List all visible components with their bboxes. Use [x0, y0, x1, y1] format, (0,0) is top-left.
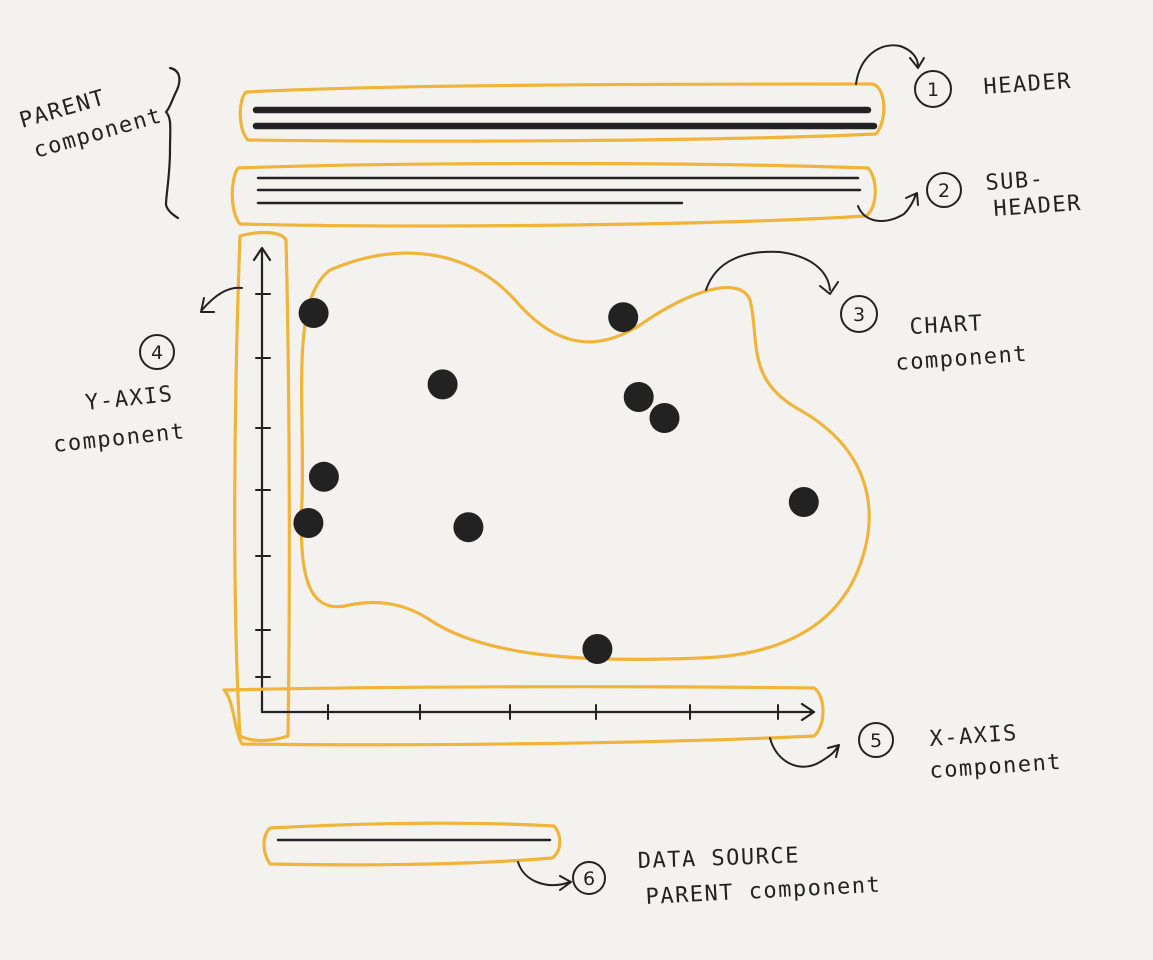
- x-axis: [260, 702, 816, 722]
- header-bar: [238, 82, 886, 143]
- label-5-line-1: X-AXIS: [929, 721, 1019, 752]
- label-1-line-1: HEADER: [983, 69, 1073, 100]
- label-number-3: 3: [853, 304, 865, 326]
- scatter-points: [293, 298, 819, 664]
- number-circle-4: [139, 334, 175, 370]
- scatter-point-5: [608, 302, 639, 333]
- x-axis-highlight: [222, 685, 825, 747]
- y-axis-line: [252, 246, 272, 714]
- label-2-line-2: HEADER: [993, 191, 1083, 222]
- label-header: 1 HEADER: [914, 69, 1073, 108]
- scatter-point-8: [788, 487, 819, 517]
- label-subheader: 2 SUB- HEADER: [926, 167, 1083, 222]
- x-axis-line: [260, 702, 816, 722]
- chart-highlight: [299, 251, 871, 662]
- number-circle-1: [914, 70, 952, 108]
- scatter-point-1: [298, 298, 329, 328]
- label-x-axis: 5 X-AXIS component: [858, 721, 1063, 784]
- header-highlight: [238, 82, 886, 143]
- label-4-line-1: Y-AXIS: [84, 382, 175, 416]
- parent-component-label: PARENT component: [17, 85, 165, 163]
- label-6-line-2: PARENT component: [645, 873, 882, 910]
- label-5-line-2: component: [929, 750, 1063, 784]
- y-axis: [252, 246, 272, 714]
- chart-arrow: [705, 250, 839, 295]
- label-number-2: 2: [938, 180, 950, 202]
- label-number-1: 1: [927, 79, 939, 101]
- label-4-line-2: component: [52, 419, 187, 458]
- label-number-5: 5: [870, 730, 882, 752]
- y-axis-highlight: [233, 230, 291, 743]
- subheader-arrow: [857, 192, 919, 222]
- label-data-source: 6 DATA SOURCE PARENT component: [572, 843, 882, 910]
- scatter-point-7: [649, 403, 680, 433]
- data-source-bar: [262, 821, 562, 867]
- label-number-6: 6: [583, 868, 595, 890]
- label-2-line-1: SUB-: [985, 167, 1046, 196]
- number-circle-3: [840, 295, 878, 333]
- label-number-4: 4: [151, 342, 163, 364]
- number-circle-2: [926, 172, 962, 208]
- x-axis-arrow: [769, 737, 840, 768]
- number-circle-6: [572, 861, 606, 895]
- label-y-axis: 4 Y-AXIS component: [52, 334, 187, 458]
- y-axis-arrow: [200, 286, 243, 313]
- scatter-point-4: [582, 634, 613, 664]
- subheader-highlight: [230, 161, 877, 228]
- label-6-line-1: DATA SOURCE: [637, 843, 800, 874]
- data-source-arrow: [517, 861, 572, 891]
- parent-brace: [164, 66, 181, 220]
- number-circle-5: [858, 722, 894, 758]
- data-source-highlight: [262, 821, 562, 867]
- scatter-point-2: [427, 369, 458, 400]
- label-3-line-1: CHART: [909, 311, 984, 340]
- scatter-point-3: [453, 512, 484, 543]
- scatter-point-9: [308, 461, 339, 492]
- label-chart: 3 CHART component: [840, 295, 1029, 376]
- subheader-bar: [230, 161, 877, 228]
- label-3-line-2: component: [895, 342, 1029, 376]
- scatter-point-6: [623, 382, 654, 412]
- header-arrow: [855, 44, 925, 85]
- scatter-point-10: [293, 508, 324, 538]
